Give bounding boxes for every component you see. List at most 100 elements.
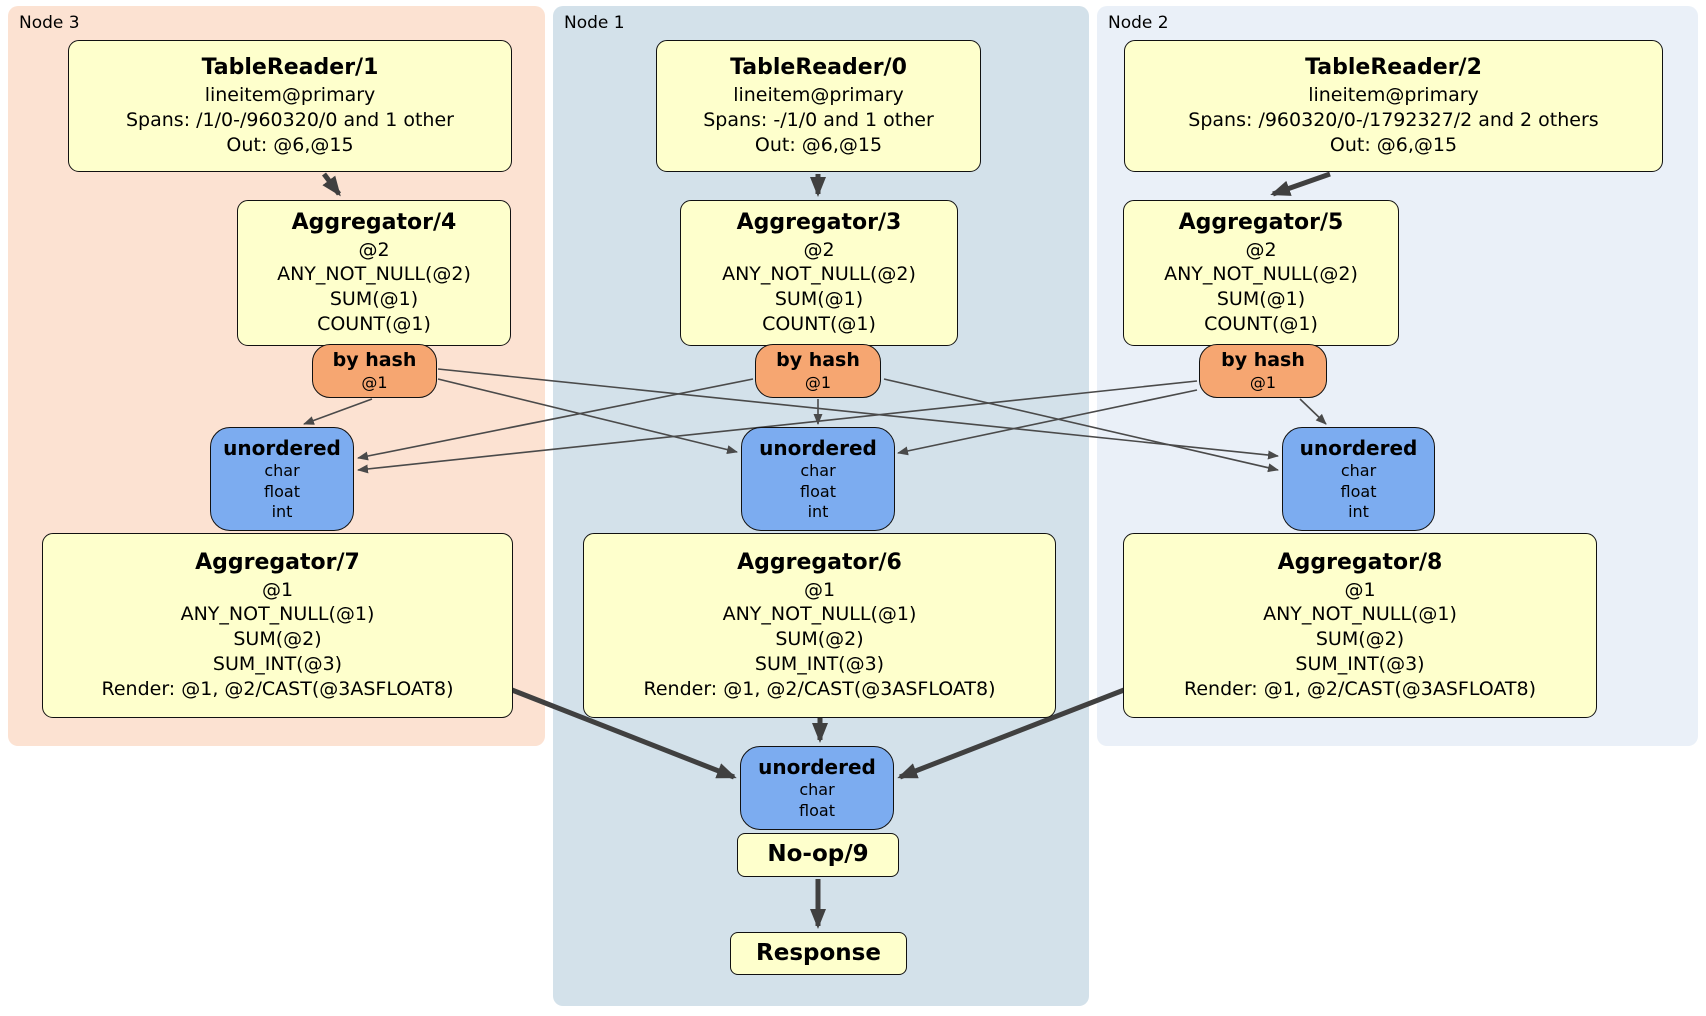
processor-line: ANY_NOT_NULL(@1) (1263, 603, 1457, 626)
edge-hash2-sync1 (897, 389, 1198, 456)
processor-title: Aggregator/6 (737, 550, 902, 576)
node2-region-label: Node 2 (1108, 13, 1169, 33)
edge-hash3-sync1 (437, 378, 738, 454)
processor-line: Spans: /960320/0-/1792327/2 and 2 others (1188, 108, 1599, 131)
edge-hash3-sync3 (303, 398, 373, 425)
processor-title: TableReader/0 (730, 55, 907, 81)
sync-type: char (800, 460, 836, 480)
processor-line: Render: @1, @2/CAST(@3ASFLOAT8) (1184, 678, 1536, 701)
processor-title: TableReader/2 (1305, 55, 1482, 81)
processor-line: SUM(@1) (1216, 288, 1306, 311)
sync-type: float (800, 481, 836, 501)
processor-line: SUM(@1) (774, 288, 864, 311)
processor-line: SUM_INT(@3) (754, 653, 885, 676)
processor-title: Aggregator/7 (195, 550, 360, 576)
sync-type: int (271, 502, 293, 522)
processor-line: ANY_NOT_NULL(@2) (722, 263, 916, 286)
edge-aggregator8-final-sync (897, 687, 1125, 780)
unordered-sync-node3: unordered char float int (210, 427, 354, 531)
router-detail: @1 (1249, 372, 1277, 392)
processor-line: Out: @6,@15 (226, 133, 354, 156)
processor-line: Render: @1, @2/CAST(@3ASFLOAT8) (643, 678, 996, 701)
router-title: by hash (332, 349, 417, 372)
aggregator-6-processor: Aggregator/6 @1 ANY_NOT_NULL(@1) SUM(@2)… (583, 533, 1056, 718)
sync-type: float (264, 481, 300, 501)
response-node: Response (730, 932, 907, 975)
processor-title: Aggregator/3 (736, 209, 902, 235)
processor-line: SUM(@1) (329, 288, 419, 311)
processor-line: ANY_NOT_NULL(@2) (277, 263, 471, 286)
processor-line: COUNT(@1) (762, 313, 876, 336)
processor-title: TableReader/1 (201, 55, 379, 81)
processor-line: @1 (261, 578, 294, 601)
edge-tablereader1-aggregator4 (322, 172, 341, 197)
processor-line: COUNT(@1) (1204, 313, 1318, 336)
edge-hash2-sync3 (357, 380, 1198, 474)
hash-router-node2: by hash @1 (1199, 344, 1327, 398)
sync-type: float (799, 801, 835, 820)
processor-line: ANY_NOT_NULL(@1) (722, 603, 917, 626)
edge-hash1-sync2 (883, 378, 1279, 473)
processor-title: No-op/9 (767, 841, 869, 868)
sync-type: char (1340, 460, 1377, 480)
processor-line: Out: @6,@15 (1329, 133, 1458, 156)
processor-line: lineitem@primary (733, 83, 904, 106)
tablereader-1-processor: TableReader/1 lineitem@primary Spans: /1… (68, 40, 512, 172)
aggregator-5-processor: Aggregator/5 @2 ANY_NOT_NULL(@2) SUM(@1)… (1123, 200, 1399, 346)
edge-hash1-sync3 (357, 378, 754, 461)
sync-type: float (1340, 481, 1377, 501)
sync-type: int (1348, 502, 1369, 522)
sync-title: unordered (223, 435, 341, 460)
aggregator-3-processor: Aggregator/3 @2 ANY_NOT_NULL(@2) SUM(@1)… (680, 200, 958, 346)
processor-line: @2 (803, 238, 835, 261)
edge-hash2-sync2 (1299, 398, 1327, 425)
sync-type: char (264, 460, 300, 480)
processor-line: SUM(@2) (1315, 628, 1405, 651)
processor-line: COUNT(@1) (317, 313, 431, 336)
aggregator-7-processor: Aggregator/7 @1 ANY_NOT_NULL(@1) SUM(@2)… (42, 533, 513, 718)
edge-aggregator7-final-sync (511, 687, 737, 780)
edge-hash3-sync2 (437, 368, 1279, 460)
sync-title: unordered (758, 755, 876, 780)
unordered-sync-final: unordered char float (740, 746, 894, 830)
processor-line: SUM(@2) (233, 628, 322, 651)
sync-type: char (799, 780, 835, 800)
processor-title: Aggregator/5 (1178, 209, 1344, 235)
processor-line: ANY_NOT_NULL(@2) (1164, 263, 1358, 286)
tablereader-0-processor: TableReader/0 lineitem@primary Spans: -/… (656, 40, 981, 172)
processor-line: @2 (358, 238, 390, 261)
processor-title: Aggregator/8 (1277, 550, 1443, 576)
hash-router-node1: by hash @1 (755, 344, 881, 398)
sync-type: int (807, 502, 829, 522)
processor-line: Spans: /1/0-/960320/0 and 1 other (126, 108, 454, 131)
router-detail: @1 (804, 372, 832, 392)
processor-line: Out: @6,@15 (754, 133, 883, 156)
aggregator-8-processor: Aggregator/8 @1 ANY_NOT_NULL(@1) SUM(@2)… (1123, 533, 1597, 718)
processor-line: SUM_INT(@3) (212, 653, 343, 676)
processor-line: ANY_NOT_NULL(@1) (180, 603, 375, 626)
router-title: by hash (776, 349, 860, 372)
router-title: by hash (1221, 349, 1305, 372)
processor-title: Aggregator/4 (291, 209, 457, 235)
hash-router-node3: by hash @1 (312, 344, 437, 398)
tablereader-2-processor: TableReader/2 lineitem@primary Spans: /9… (1124, 40, 1663, 172)
sync-title: unordered (759, 435, 877, 460)
processor-line: @1 (803, 578, 836, 601)
processor-line: Render: @1, @2/CAST(@3ASFLOAT8) (101, 678, 454, 701)
processor-line: @1 (1344, 578, 1376, 601)
unordered-sync-node2: unordered char float int (1282, 427, 1435, 531)
router-detail: @1 (361, 372, 388, 392)
processor-line: @2 (1245, 238, 1277, 261)
unordered-sync-node1: unordered char float int (741, 427, 895, 531)
processor-line: Spans: -/1/0 and 1 other (703, 108, 934, 131)
processor-line: lineitem@primary (204, 83, 376, 106)
processor-line: SUM(@2) (775, 628, 864, 651)
sync-title: unordered (1299, 435, 1418, 460)
edge-tablereader2-aggregator5 (1270, 171, 1331, 197)
processor-line: lineitem@primary (1308, 83, 1479, 106)
aggregator-4-processor: Aggregator/4 @2 ANY_NOT_NULL(@2) SUM(@1)… (237, 200, 511, 346)
node3-region-label: Node 3 (19, 13, 80, 33)
node1-region-label: Node 1 (564, 13, 625, 33)
